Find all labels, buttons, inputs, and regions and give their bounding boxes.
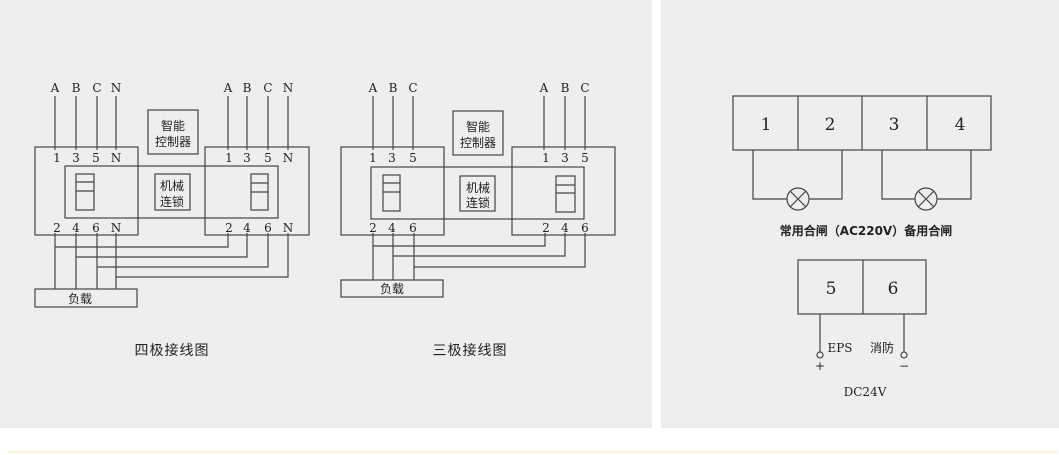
phase-label: C — [92, 81, 101, 95]
controller-box — [147, 109, 199, 155]
phase-label: N — [111, 81, 122, 95]
load-label: 负载 — [68, 292, 92, 306]
terminal-label: 4 — [72, 221, 80, 235]
three-pole-diagram — [340, 96, 616, 298]
phase-label: C — [263, 81, 272, 95]
terminal-label: 1 — [369, 151, 377, 165]
load-label: 负载 — [380, 282, 404, 296]
signal-diagram — [732, 95, 992, 359]
terminal-number: 4 — [955, 115, 966, 135]
phase-label: B — [561, 81, 570, 95]
four-pole-diagram — [34, 96, 310, 308]
eps-label: EPS — [827, 341, 852, 355]
terminal-number: 6 — [888, 279, 899, 299]
three-pole-title: 三极接线图 — [433, 342, 508, 359]
phase-label: A — [539, 81, 549, 95]
switch-icon — [250, 173, 269, 211]
controller-label: 控制器 — [460, 136, 496, 150]
terminal-label: N — [111, 221, 122, 235]
minus-label: − — [899, 359, 909, 373]
terminal-label: N — [283, 151, 294, 165]
interlock-box — [459, 175, 496, 212]
terminal-label: 2 — [53, 221, 61, 235]
fire-label: 消防 — [870, 340, 894, 355]
interlock-frame — [370, 166, 585, 220]
interlock-label: 机械 — [466, 180, 490, 195]
terminal-label: 2 — [225, 221, 233, 235]
terminal-label: 6 — [581, 221, 589, 235]
switch-icon — [382, 174, 401, 212]
left-breaker-box — [34, 146, 139, 236]
switch-icon — [75, 173, 95, 211]
phase-label: B — [72, 81, 81, 95]
terminal-label: 6 — [264, 221, 272, 235]
wiring-panel — [0, 0, 652, 428]
signal-panel — [661, 0, 1059, 428]
negative-terminal-icon — [900, 351, 908, 359]
switch-icon — [555, 175, 576, 213]
phase-label: B — [389, 81, 398, 95]
interlock-label: 机械 — [160, 178, 184, 193]
terminal-label: 5 — [92, 151, 100, 165]
terminal-label: 1 — [53, 151, 61, 165]
terminal-number: 2 — [825, 115, 836, 135]
terminal-label: 1 — [542, 151, 550, 165]
terminal-number: 3 — [889, 115, 900, 135]
phase-label: B — [243, 81, 252, 95]
plus-label: + — [815, 359, 825, 373]
terminal-label: 5 — [581, 151, 589, 165]
lamp-icon — [914, 187, 938, 211]
load-box — [340, 279, 444, 298]
lamp-label: 常用合闸（AC220V）备用合闸 — [780, 223, 952, 238]
terminal-label: 6 — [409, 221, 417, 235]
controller-box — [452, 110, 504, 156]
terminal-label: 5 — [409, 151, 417, 165]
interlock-frame — [64, 165, 279, 219]
controller-label: 智能 — [161, 118, 185, 133]
terminal-block-5-6 — [797, 259, 927, 315]
phase-label: C — [580, 81, 589, 95]
terminal-label: N — [283, 221, 294, 235]
terminal-label: 4 — [561, 221, 569, 235]
controller-label: 智能 — [466, 119, 490, 134]
terminal-label: 2 — [369, 221, 377, 235]
terminal-label: 3 — [561, 151, 569, 165]
terminal-label: 5 — [264, 151, 272, 165]
terminal-label: 3 — [388, 151, 396, 165]
positive-terminal-icon — [816, 351, 824, 359]
terminal-number: 5 — [826, 279, 837, 299]
four-pole-title: 四极接线图 — [135, 342, 210, 359]
right-breaker-box — [511, 146, 616, 236]
terminal-number: 1 — [761, 115, 772, 135]
interlock-box — [154, 173, 191, 211]
lamp-icon — [786, 187, 810, 211]
controller-label: 控制器 — [155, 135, 191, 149]
phase-label: A — [50, 81, 60, 95]
phase-label: N — [283, 81, 294, 95]
interlock-label: 连锁 — [160, 194, 184, 209]
load-box — [34, 288, 138, 308]
voltage-label: DC24V — [844, 385, 887, 399]
terminal-label: 6 — [92, 221, 100, 235]
terminal-label: 1 — [225, 151, 233, 165]
phase-label: A — [223, 81, 233, 95]
interlock-label: 连锁 — [466, 195, 490, 210]
right-breaker-box — [204, 146, 310, 236]
terminal-label: 2 — [542, 221, 550, 235]
terminal-label: 3 — [243, 151, 251, 165]
phase-label: C — [408, 81, 417, 95]
terminal-label: N — [111, 151, 122, 165]
phase-label: A — [368, 81, 378, 95]
terminal-label: 4 — [388, 221, 396, 235]
terminal-label: 4 — [243, 221, 251, 235]
terminal-label: 3 — [72, 151, 80, 165]
divider — [8, 451, 1058, 453]
